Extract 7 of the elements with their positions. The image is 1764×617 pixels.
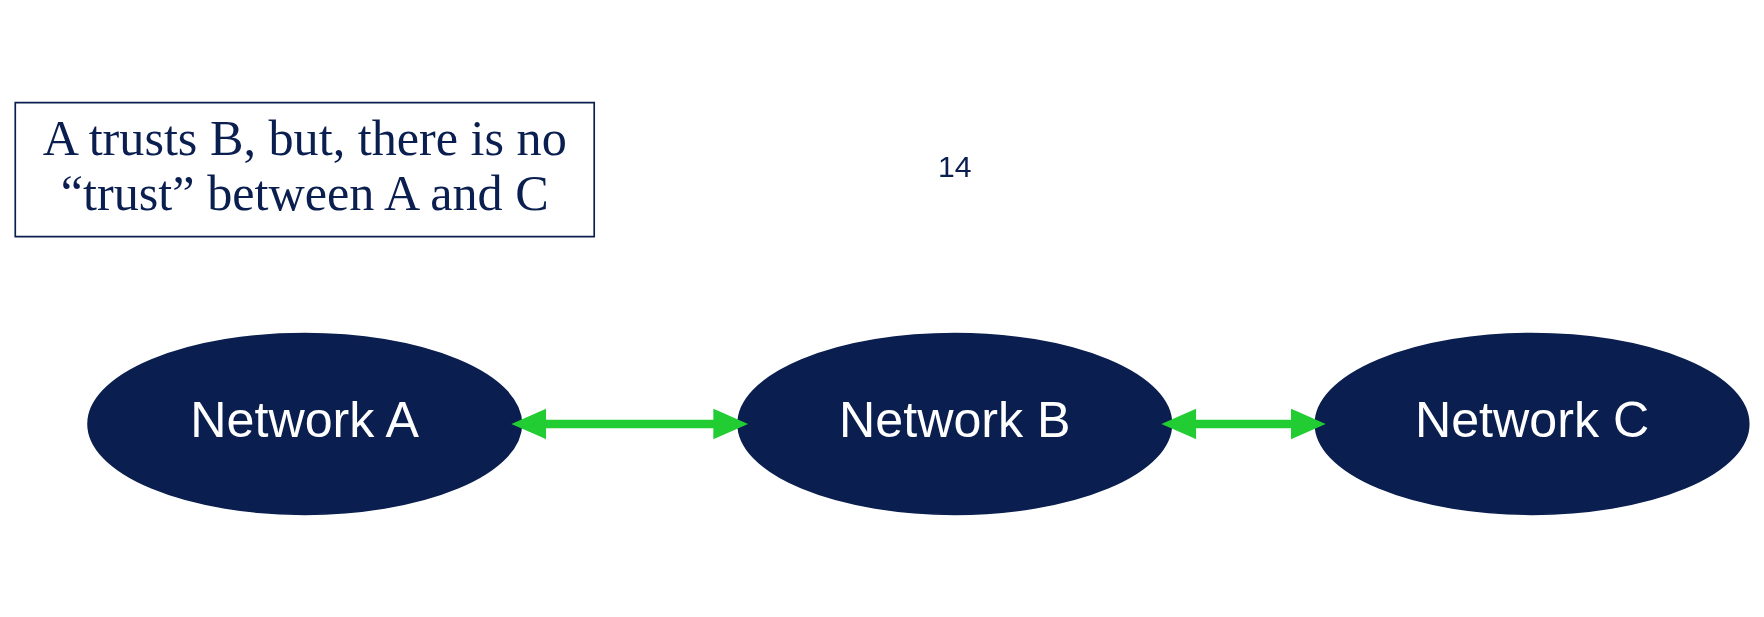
node-ellipse: Network C <box>1314 332 1750 516</box>
label: 14 <box>938 149 972 183</box>
node-ellipse: Network A <box>87 332 523 516</box>
arrow <box>1161 408 1326 440</box>
node-box: A trusts B, but, there is no “trust” between A and C <box>14 101 596 238</box>
arrow <box>511 408 749 440</box>
node-ellipse: Network B <box>737 332 1173 516</box>
